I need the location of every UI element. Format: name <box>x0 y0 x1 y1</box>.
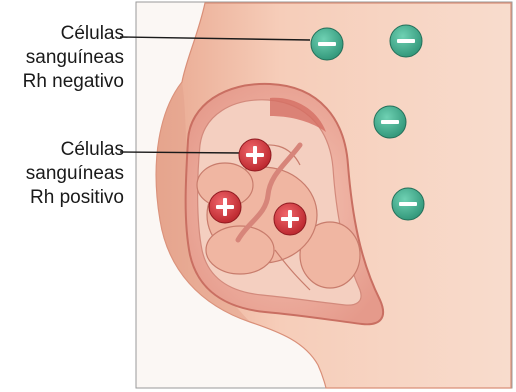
label-rh-negative-line2: sanguíneas <box>23 46 124 70</box>
label-rh-positive: Células sanguíneas Rh positivo <box>26 138 124 210</box>
label-rh-positive-line3: Rh positivo <box>26 186 124 210</box>
label-rh-negative-line3: Rh negativo <box>23 70 124 94</box>
label-rh-positive-line1: Células <box>26 138 124 162</box>
rh-negative-cell <box>392 188 424 220</box>
rh-positive-cell <box>274 203 306 235</box>
rh-negative-cell <box>311 28 343 60</box>
rh-positive-cell <box>209 191 241 223</box>
rh-negative-cell <box>390 25 422 57</box>
label-rh-negative: Células sanguíneas Rh negativo <box>23 22 124 94</box>
label-rh-positive-line2: sanguíneas <box>26 162 124 186</box>
leader-line-positive <box>120 152 242 153</box>
rh-positive-cell <box>239 139 271 171</box>
rh-negative-cell <box>374 106 406 138</box>
label-rh-negative-line1: Células <box>23 22 124 46</box>
